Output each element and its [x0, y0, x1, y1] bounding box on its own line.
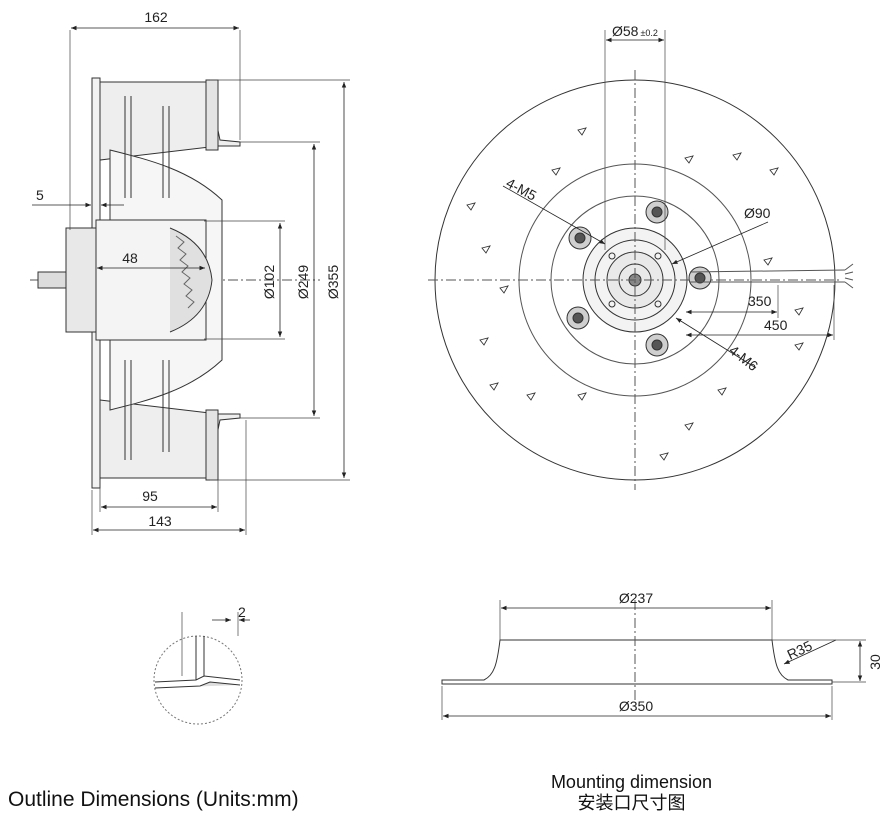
dim-143-label: 143 — [148, 513, 172, 529]
dim-d350-label: Ø350 — [619, 698, 653, 714]
dim-30-label: 30 — [867, 654, 883, 670]
dim-5-label: 5 — [36, 187, 44, 203]
mounting-caption: Mounting dimension 安装口尺寸图 — [0, 772, 890, 814]
dim-95-label: 95 — [142, 488, 158, 504]
dim-r35-label: R35 — [785, 637, 815, 662]
dim-d90-label: Ø90 — [744, 205, 771, 221]
front-view — [428, 30, 854, 490]
side-view — [30, 25, 350, 535]
dim-d58-label: Ø58±0.2 — [612, 23, 658, 39]
dim-d355-label: Ø355 — [325, 265, 341, 299]
mounting-caption-cn: 安装口尺寸图 — [577, 793, 686, 813]
dim-d249-label: Ø249 — [295, 265, 311, 299]
dim-2-label: 2 — [238, 604, 246, 620]
detail-view — [153, 612, 250, 725]
dim-d58-tolerance: ±0.2 — [640, 28, 657, 38]
outline-caption: Outline Dimensions (Units:mm) — [8, 788, 299, 811]
dim-48-label: 48 — [122, 250, 138, 266]
dim-162-label: 162 — [144, 9, 168, 25]
dim-d237-label: Ø237 — [619, 590, 653, 606]
dim-350-label: 350 — [748, 293, 772, 309]
mounting-caption-en: Mounting dimension — [550, 772, 713, 792]
mounting-view — [441, 600, 866, 720]
dim-d58-value: Ø58 — [612, 23, 639, 39]
dim-450-label: 450 — [764, 317, 788, 333]
dim-d102-label: Ø102 — [261, 265, 277, 299]
